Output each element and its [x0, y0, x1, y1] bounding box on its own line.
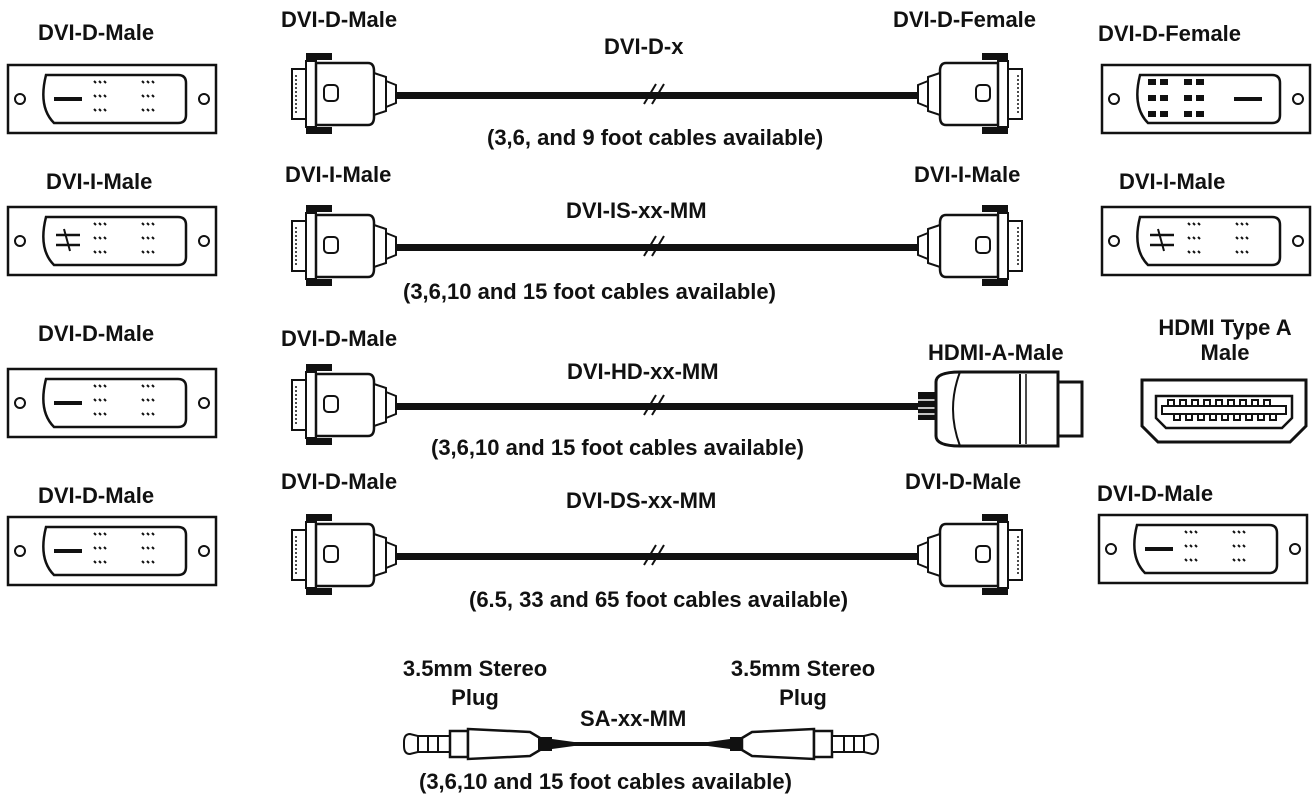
row4-left-panel-label: DVI-D-Male [38, 483, 155, 508]
row2-cable [290, 203, 1024, 288]
row4-right-panel-label: DVI-D-Male [1097, 481, 1214, 506]
row1-left-dvi-d-male-face [6, 63, 218, 135]
row3-right-plug-label: HDMI-A-Male [928, 340, 1064, 365]
row2-lengths: (3,6,10 and 15 foot cables available) [403, 279, 776, 304]
row3-cable [290, 362, 1084, 448]
hdmi-plug-side [918, 370, 1084, 448]
row2-left-panel-label: DVI-I-Male [46, 169, 153, 194]
row3-right-panel-label-line2: Male [1200, 340, 1250, 365]
audio-right-plug-label-line1: 3.5mm Stereo [730, 656, 876, 681]
audio-right-plug [708, 727, 879, 761]
row2-left-dvi-i-male-face [6, 205, 218, 277]
row3-left-plug-label: DVI-D-Male [281, 326, 398, 351]
row1-left-plug-label: DVI-D-Male [281, 7, 398, 32]
row1-right-panel-label: DVI-D-Female [1098, 21, 1242, 46]
row3-left-panel-label: DVI-D-Male [38, 321, 155, 346]
row4-right-dvi-d-male-face [1097, 513, 1309, 585]
row4-part-number: DVI-DS-xx-MM [566, 488, 717, 513]
audio-right-plug-label-line2: Plug [779, 685, 827, 710]
audio-part-number: SA-xx-MM [580, 706, 687, 731]
row3-part-number: DVI-HD-xx-MM [567, 359, 719, 384]
row2-left-plug-label: DVI-I-Male [285, 162, 392, 187]
row1-left-panel-label: DVI-D-Male [38, 20, 155, 45]
row4-right-plug-label: DVI-D-Male [905, 469, 1022, 494]
row3-right-panel-label-line1: HDMI Type A [1158, 315, 1292, 340]
audio-left-plug [403, 727, 574, 761]
audio-lengths: (3,6,10 and 15 foot cables available) [419, 769, 792, 794]
row1-part-number: DVI-D-x [604, 34, 684, 59]
row4-left-dvi-d-male-face [6, 515, 218, 587]
row3-right-hdmi-type-a-face [1140, 378, 1308, 444]
row3-left-dvi-d-male-face [6, 367, 218, 439]
row1-right-dvi-d-female-face [1100, 63, 1312, 135]
audio-left-plug-label-line1: 3.5mm Stereo [402, 656, 548, 681]
row2-part-number: DVI-IS-xx-MM [566, 198, 707, 223]
row2-right-dvi-i-male-face [1100, 205, 1312, 277]
row4-lengths: (6.5, 33 and 65 foot cables available) [469, 587, 849, 612]
row1-cable [290, 51, 1024, 136]
row2-right-plug-label: DVI-I-Male [914, 162, 1021, 187]
row4-cable [290, 512, 1024, 597]
audio-cable [403, 727, 879, 761]
row4-left-plug-label: DVI-D-Male [281, 469, 398, 494]
row2-right-panel-label: DVI-I-Male [1119, 169, 1226, 194]
row1-right-plug-label: DVI-D-Female [893, 7, 1037, 32]
audio-left-plug-label-line2: Plug [451, 685, 499, 710]
row3-lengths: (3,6,10 and 15 foot cables available) [431, 435, 804, 460]
row1-lengths: (3,6, and 9 foot cables available) [487, 125, 824, 150]
